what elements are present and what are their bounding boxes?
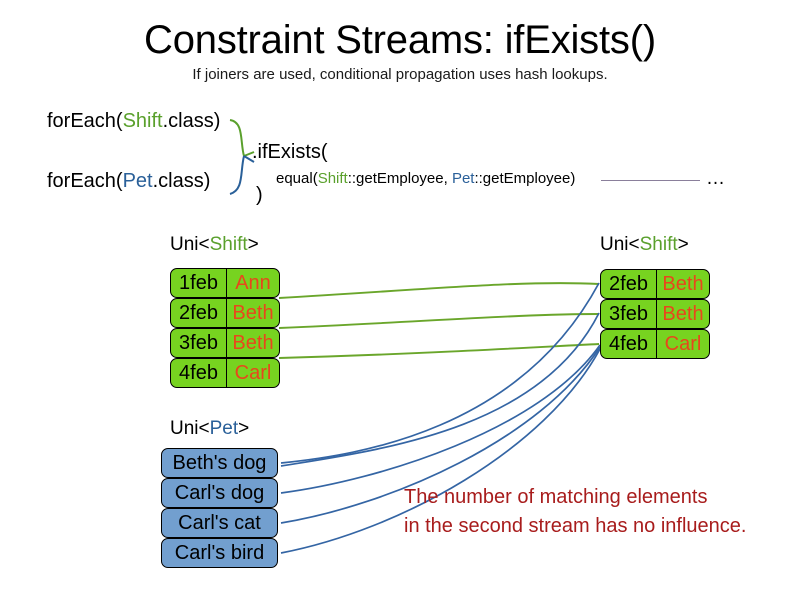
shift-date: 4feb	[171, 359, 227, 387]
ifexists-close-paren: )	[256, 184, 263, 206]
right-shift-label-suffix: >	[677, 234, 689, 255]
table-row[interactable]: 4feb Carl	[170, 358, 280, 388]
pet-stream-label: Uni<Pet>	[170, 418, 249, 440]
right-shift-label-prefix: Uni<	[600, 234, 640, 255]
table-row[interactable]: 2feb Beth	[600, 269, 710, 299]
blue-wire-carls-dog-4feb	[280, 344, 601, 494]
foreach-shift-suffix: .class)	[162, 110, 221, 132]
left-shift-stream: 1feb Ann 2feb Beth 3feb Beth 4feb Carl	[170, 268, 280, 388]
annotation-note: The number of matching elements in the s…	[404, 483, 746, 541]
shift-date: 3feb	[171, 329, 227, 357]
page-title: Constraint Streams: ifExists()	[144, 18, 656, 62]
list-item[interactable]: Beth's dog	[161, 448, 278, 478]
foreach-pet-type: Pet	[122, 170, 153, 192]
table-row[interactable]: 4feb Carl	[600, 329, 710, 359]
list-item[interactable]: Carl's dog	[161, 478, 278, 508]
ifexists-label: .ifExists(	[252, 141, 328, 163]
shift-employee: Beth	[662, 303, 704, 325]
blue-wire-beths-dog-3feb	[280, 312, 600, 467]
left-shift-label-suffix: >	[247, 234, 259, 255]
list-item[interactable]: Carl's cat	[161, 508, 278, 538]
left-shift-label-prefix: Uni<	[170, 234, 210, 255]
table-row[interactable]: 1feb Ann	[170, 268, 280, 298]
right-shift-stream: 2feb Beth 3feb Beth 4feb Carl	[600, 269, 710, 359]
foreach-pet-prefix: forEach(	[47, 170, 123, 192]
shift-employee: Beth	[662, 273, 704, 295]
right-shift-stream-label: Uni<Shift>	[600, 234, 689, 256]
pet-name: Carl's bird	[174, 542, 265, 564]
shift-date: 1feb	[171, 269, 227, 297]
shift-employee: Carl	[234, 362, 272, 384]
annotation-line-1: The number of matching elements	[404, 486, 708, 508]
shift-date: 4feb	[601, 330, 657, 358]
foreach-pet-suffix: .class)	[152, 170, 211, 192]
equal-right-method: ::getEmployee)	[474, 170, 576, 187]
equal-left-method: ::getEmployee,	[347, 170, 452, 187]
equal-joiner-line: equal(Shift::getEmployee, Pet::getEmploy…	[276, 170, 575, 187]
shift-employee: Ann	[235, 272, 271, 294]
page-subtitle: If joiners are used, conditional propaga…	[192, 66, 608, 83]
green-wire-4feb	[278, 343, 600, 359]
tail-ellipsis: …	[706, 168, 725, 189]
table-row[interactable]: 2feb Beth	[170, 298, 280, 328]
equal-prefix: equal(	[276, 170, 318, 187]
pet-name: Beth's dog	[172, 452, 267, 474]
table-row[interactable]: 3feb Beth	[600, 299, 710, 329]
pet-label-type: Pet	[209, 418, 239, 439]
shift-date: 2feb	[601, 270, 657, 298]
equal-right-type: Pet	[451, 170, 475, 187]
shift-employee: Beth	[232, 332, 274, 354]
joiner-brace-icon	[229, 119, 255, 195]
foreach-shift-type: Shift	[122, 110, 163, 132]
shift-employee: Beth	[232, 302, 274, 324]
pet-label-suffix: >	[238, 418, 250, 439]
foreach-shift-prefix: forEach(	[47, 110, 123, 132]
green-wire-3feb	[278, 313, 600, 329]
annotation-line-2: in the second stream has no influence.	[404, 515, 747, 537]
foreach-pet-line: forEach(Pet.class)	[47, 170, 210, 193]
green-wire-2feb	[278, 282, 600, 299]
pet-name: Carl's cat	[178, 512, 261, 534]
left-shift-label-type: Shift	[209, 234, 248, 255]
list-item[interactable]: Carl's bird	[161, 538, 278, 568]
right-shift-label-type: Shift	[639, 234, 678, 255]
equal-left-type: Shift	[317, 170, 348, 187]
pet-label-prefix: Uni<	[170, 418, 210, 439]
shift-date: 2feb	[171, 299, 227, 327]
green-wire-group	[278, 282, 600, 359]
pet-stream: Beth's dog Carl's dog Carl's cat Carl's …	[161, 448, 278, 568]
shift-employee: Carl	[664, 333, 702, 355]
foreach-shift-line: forEach(Shift.class)	[47, 110, 220, 133]
blue-wire-beths-dog-2feb	[280, 282, 600, 464]
shift-date: 3feb	[601, 300, 657, 328]
equal-tail-line	[601, 180, 700, 181]
table-row[interactable]: 3feb Beth	[170, 328, 280, 358]
pet-name: Carl's dog	[174, 482, 265, 504]
left-shift-stream-label: Uni<Shift>	[170, 234, 259, 256]
